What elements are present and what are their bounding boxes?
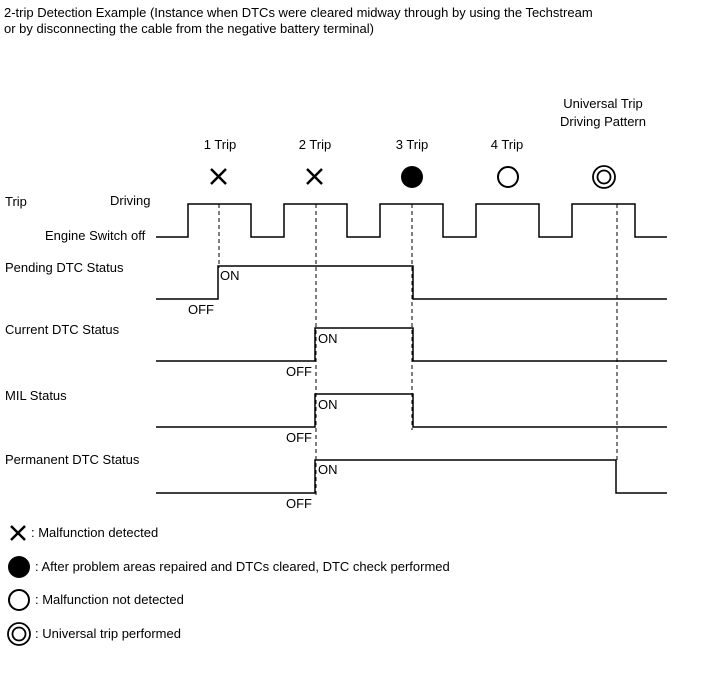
trip-row-label: Trip <box>5 194 27 209</box>
cross-icon <box>210 168 227 185</box>
engine-switch-off-label: Engine Switch off <box>45 228 146 243</box>
open-circle-icon <box>8 589 30 611</box>
mil-status-label: MIL Status <box>5 388 67 403</box>
double-circle-icon <box>592 165 616 189</box>
filled-circle-icon <box>8 556 30 578</box>
legend-text-dtc-check: : After problem areas repaired and DTCs … <box>35 559 450 574</box>
mil-waveform <box>156 393 667 428</box>
mil-on-label: ON <box>318 397 338 412</box>
current-on-label: ON <box>318 331 338 346</box>
mil-off-label: OFF <box>286 430 312 445</box>
double-circle-icon <box>7 622 31 646</box>
driving-label: Driving <box>110 193 151 208</box>
permanent-dtc-label: Permanent DTC Status <box>5 452 140 467</box>
permanent-off-label: OFF <box>286 496 312 511</box>
permanent-on-label: ON <box>318 462 338 477</box>
trip-label-3: 3 Trip <box>395 137 429 152</box>
cross-icon <box>306 168 323 185</box>
universal-trip-label-2: Driving Pattern <box>560 114 646 129</box>
permanent-dtc-waveform <box>156 459 667 494</box>
pending-dtc-waveform <box>156 265 667 300</box>
title-line-1: 2-trip Detection Example (Instance when … <box>4 5 593 20</box>
pending-on-label: ON <box>220 268 240 283</box>
current-off-label: OFF <box>286 364 312 379</box>
legend-text-malfunction-detected: : Malfunction detected <box>31 525 159 540</box>
current-dtc-label: Current DTC Status <box>5 322 120 337</box>
open-circle-icon <box>497 166 519 188</box>
pending-off-label: OFF <box>188 302 214 317</box>
cross-icon <box>10 525 26 541</box>
trip-label-1: 1 Trip <box>203 137 237 152</box>
legend-text-not-detected: : Malfunction not detected <box>35 592 184 607</box>
filled-circle-icon <box>401 166 423 188</box>
trip-label-4: 4 Trip <box>490 137 524 152</box>
universal-trip-label-1: Universal Trip <box>563 96 643 111</box>
current-dtc-waveform <box>156 327 667 362</box>
title-line-2: or by disconnecting the cable from the n… <box>4 21 374 36</box>
trip-label-2: 2 Trip <box>298 137 332 152</box>
pending-dtc-label: Pending DTC Status <box>5 260 124 275</box>
legend-text-universal-trip: : Universal trip performed <box>35 626 181 641</box>
